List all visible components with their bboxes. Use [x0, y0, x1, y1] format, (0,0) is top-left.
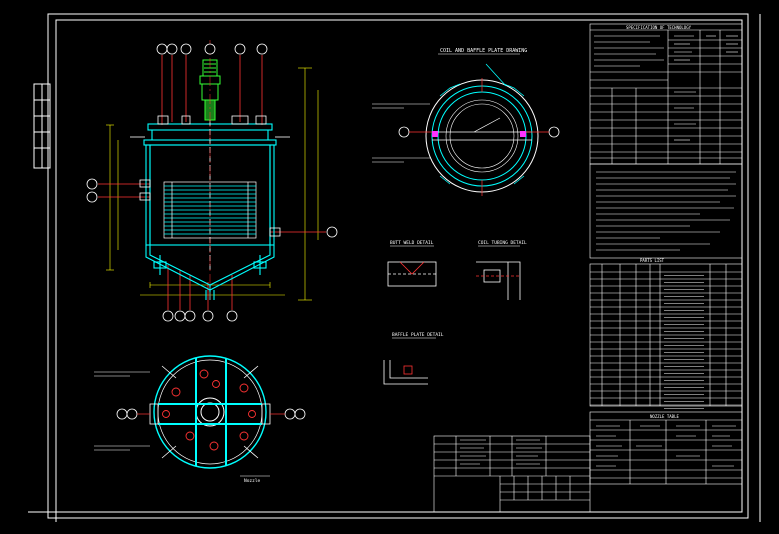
coil-baffle-plan[interactable]: COIL AND BAFFLE PLATE DRAWING [372, 48, 560, 196]
nozzle-balloons[interactable] [86, 43, 338, 322]
detail-coil-tubing[interactable]: COIL TUBING DETAIL [476, 240, 527, 300]
spec-table[interactable] [589, 23, 743, 165]
parts-list-rows [590, 271, 742, 409]
plan-title: COIL AND BAFFLE PLATE DRAWING [440, 48, 527, 54]
detail-baffle-label: BAFFLE PLATE DETAIL [392, 332, 444, 338]
title-block[interactable] [433, 435, 591, 513]
side-nozzles [139, 179, 281, 237]
detail-butt-label: BUTT WELD DETAIL [390, 240, 434, 246]
parts-header: PARTS LIST [640, 258, 665, 263]
nozzle-table-text [596, 425, 736, 467]
detail-baffle-plate[interactable]: BAFFLE PLATE DETAIL [383, 332, 444, 385]
title-block-text [460, 439, 542, 465]
detail-butt-weld[interactable]: BUTT WELD DETAIL [387, 240, 437, 287]
nozzle-leaders-side [98, 183, 326, 310]
nozzle-leaders-top [161, 55, 263, 125]
detail-coil-label: COIL TUBING DETAIL [478, 240, 527, 246]
nozzle-table[interactable] [589, 411, 743, 485]
vessel-elevation[interactable] [86, 40, 338, 322]
top-head-plan[interactable]: Nozzle [94, 355, 306, 484]
nozzle-note: Nozzle [244, 478, 261, 484]
nozzle-header: NOZZLE TABLE [650, 414, 679, 419]
spec-text-lines [594, 35, 738, 141]
spec-header: SPECIFICATION OF TECHNOLOGY [626, 25, 692, 30]
technical-notes [589, 163, 743, 259]
heating-coil[interactable] [163, 181, 257, 239]
top-nozzles [130, 115, 290, 138]
